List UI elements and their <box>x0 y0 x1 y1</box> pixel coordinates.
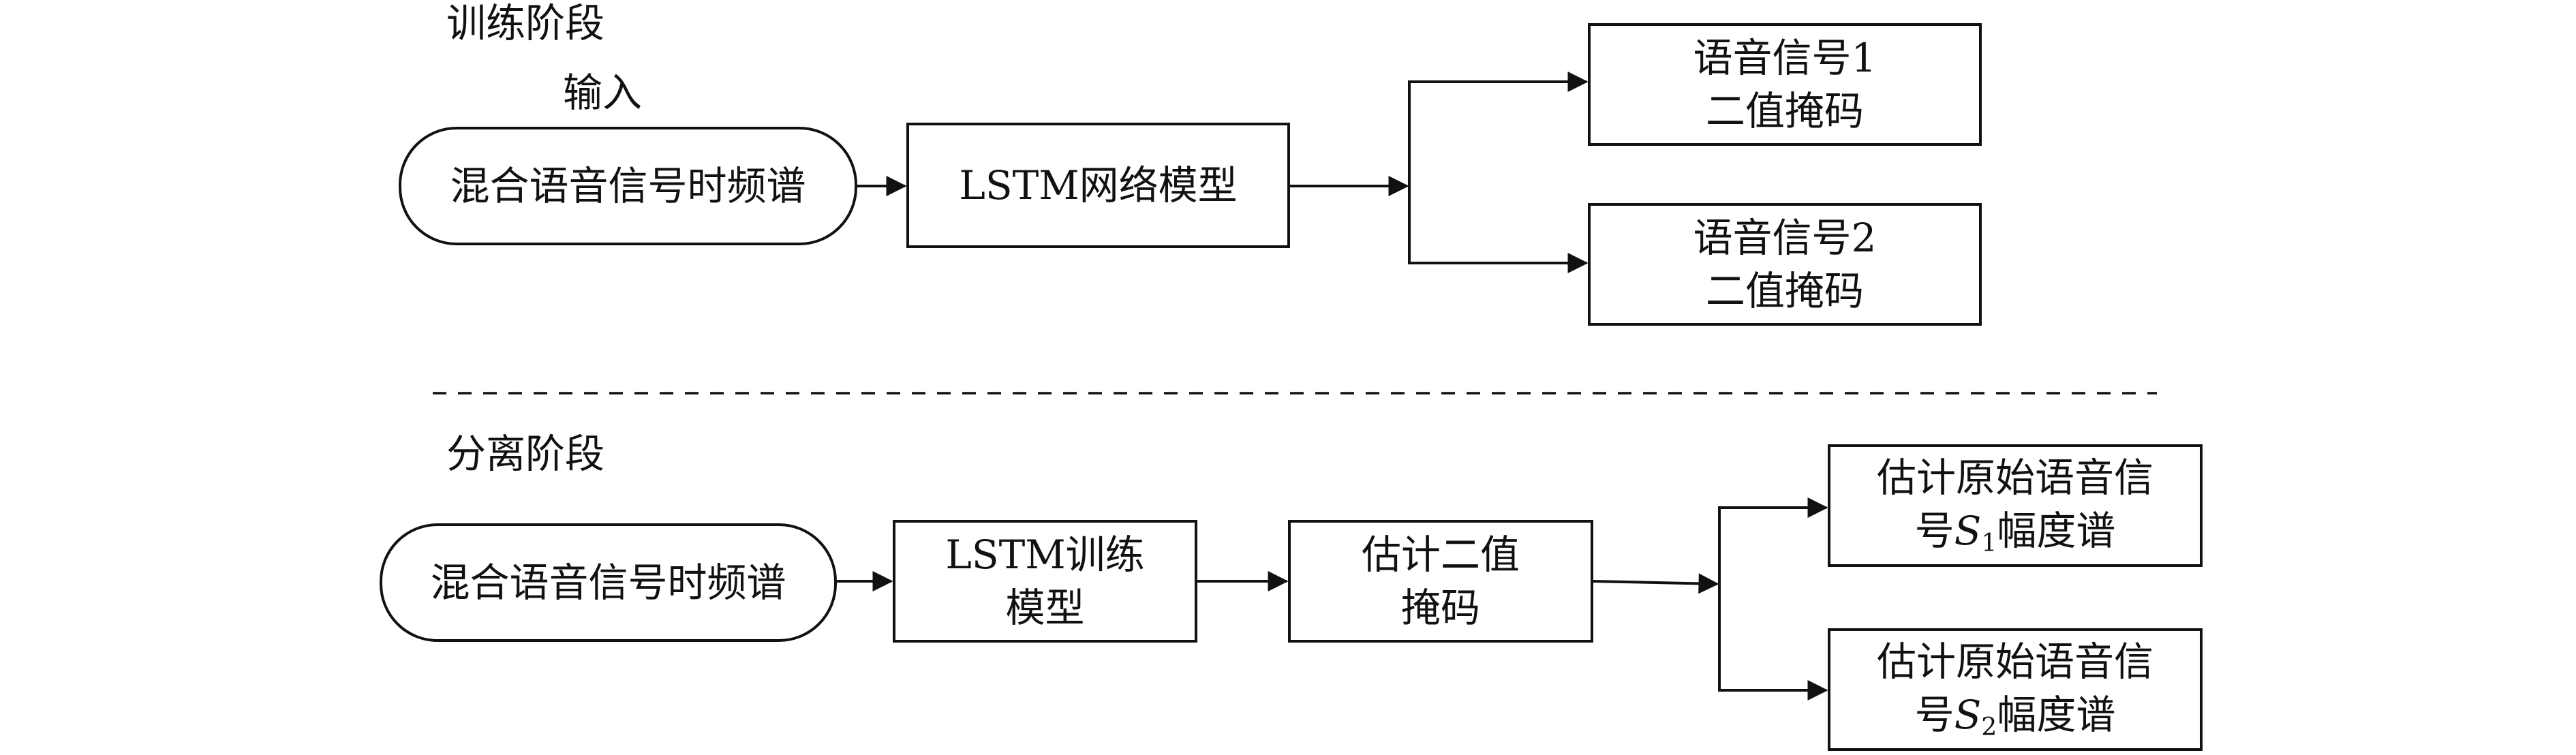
separate-input-box: 混合语音信号时频谱 <box>380 523 837 642</box>
separate-mask-line2: 掩码 <box>1400 585 1480 631</box>
train-output-1-line2: 二值掩码 <box>1705 88 1864 134</box>
separate-mask-line1: 估计二值 <box>1361 531 1520 578</box>
train-output-1-line1: 语音信号1 <box>1693 34 1877 81</box>
separate-output-2-post: 幅度谱 <box>1997 691 2116 738</box>
separate-mask-box: 估计二值 掩码 <box>1288 520 1593 643</box>
train-output-box-2: 语音信号2 二值掩码 <box>1588 203 1982 326</box>
separate-model-line2: 模型 <box>1005 585 1085 631</box>
train-input-label: 输入 <box>563 70 643 116</box>
separate-model-box: LSTM训练 模型 <box>893 520 1197 643</box>
train-output-2-line1: 语音信号2 <box>1693 214 1877 261</box>
line-sep-mask-to-split <box>1593 573 1719 594</box>
separate-output-1-post: 幅度谱 <box>1997 507 2116 554</box>
train-output-box-1: 语音信号1 二值掩码 <box>1588 23 1982 146</box>
separate-output-2-pre: 号 <box>1914 691 1954 738</box>
train-input-box: 混合语音信号时频谱 <box>399 127 857 245</box>
separate-stage-label: 分离阶段 <box>446 431 605 477</box>
separate-output-1-line2: 号S1幅度谱 <box>1915 504 2116 561</box>
train-output-2-line2: 二值掩码 <box>1705 268 1864 314</box>
separate-output-2-subscript: 2 <box>1981 713 1997 741</box>
train-input-box-text: 混合语音信号时频谱 <box>450 162 806 209</box>
separate-output-1-subscript: 1 <box>1981 529 1997 557</box>
separate-input-box-text: 混合语音信号时频谱 <box>430 559 786 606</box>
separate-output-1-symbol: S <box>1954 507 1982 554</box>
train-model-box: LSTM网络模型 <box>906 123 1290 248</box>
train-stage-label: 训练阶段 <box>446 0 605 46</box>
separate-model-line1: LSTM训练 <box>945 531 1145 578</box>
separate-output-box-2: 估计原始语音信 号S2幅度谱 <box>1828 628 2203 751</box>
separate-output-1-line1: 估计原始语音信 <box>1876 454 2153 501</box>
separate-output-box-1: 估计原始语音信 号S1幅度谱 <box>1828 444 2203 567</box>
separate-output-1-pre: 号 <box>1914 507 1954 554</box>
separate-output-2-symbol: S <box>1954 691 1982 738</box>
separate-output-2-line2: 号S2幅度谱 <box>1915 688 2116 745</box>
train-model-box-text: LSTM网络模型 <box>959 161 1238 209</box>
separate-output-2-line1: 估计原始语音信 <box>1876 638 2153 685</box>
